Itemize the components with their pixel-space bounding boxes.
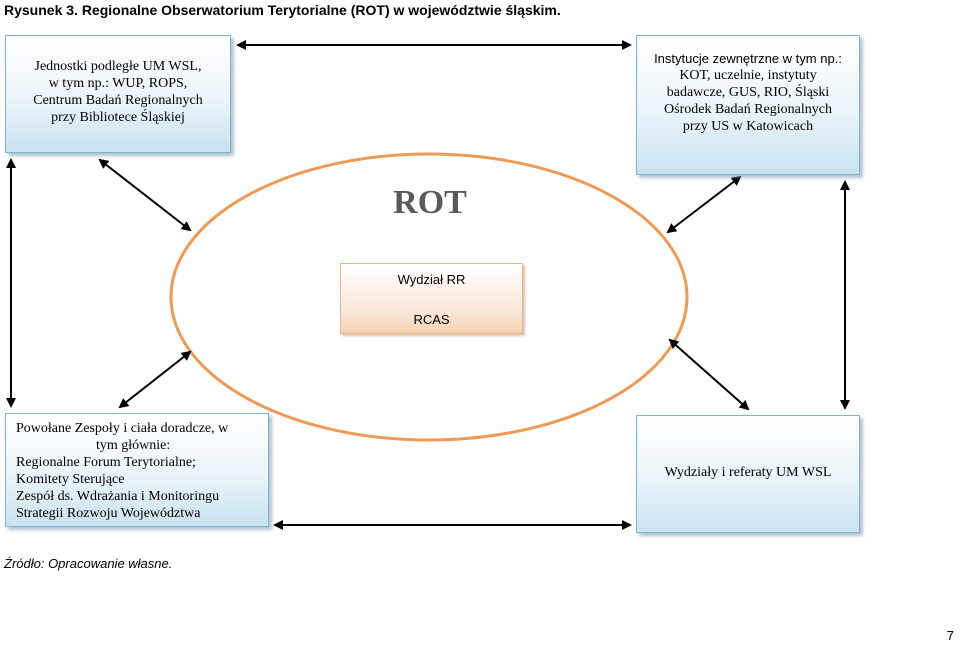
center-box-line2: RCAS: [413, 312, 450, 327]
box-external-institutions-line: badawcze, GUS, RIO, Śląski: [666, 85, 830, 100]
box-departments-label: Wydziały i referaty UM WSL: [664, 465, 832, 480]
box-external-institutions-line: przy US w Katowicach: [682, 119, 814, 134]
page-number: 7: [946, 628, 954, 643]
box-internal-units-line: w tym np.: WUP, ROPS,: [48, 76, 188, 91]
box-advisory-bodies-line: Regionalne Forum Terytorialne;: [16, 455, 196, 470]
box-advisory-bodies: Powołane Zespoły i ciała doradcze, w tym…: [5, 413, 269, 527]
box-departments: Wydziały i referaty UM WSL: [636, 415, 860, 533]
source-note: Źródło: Opracowanie własne.: [4, 556, 173, 571]
box-advisory-bodies-line: Powołane Zespoły i ciała doradcze, w: [16, 421, 229, 436]
box-advisory-bodies-line: Komitety Sterujące: [16, 472, 125, 487]
box-advisory-bodies-line: Zespół ds. Wdrażania i Monitoringu: [16, 489, 220, 504]
arrow-ellipse-top-left: [98, 158, 192, 232]
box-internal-units-line: Centrum Badań Regionalnych: [33, 93, 203, 108]
center-box: Wydział RR RCAS: [340, 263, 523, 334]
arrow-ellipse-top-right: [666, 175, 742, 234]
box-external-institutions: Instytucje zewnętrzne w tym np.: KOT, uc…: [636, 35, 860, 175]
rot-title: ROT: [393, 184, 467, 221]
box-internal-units-line: Jednostki podległe UM WSL,: [34, 59, 202, 74]
center-box-line1: Wydział RR: [397, 272, 466, 287]
box-internal-units: Jednostki podległe UM WSL, w tym np.: WU…: [5, 35, 231, 153]
figure-caption: Rysunek 3. Regionalne Obserwatorium Tery…: [4, 2, 561, 18]
box-external-institutions-line: Ośrodek Badań Regionalnych: [664, 102, 832, 117]
arrow-ellipse-bottom-left: [118, 350, 192, 409]
box-advisory-bodies-line: tym głównie:: [96, 438, 171, 453]
box-advisory-bodies-line: Strategii Rozwoju Województwa: [16, 506, 201, 521]
arrow-ellipse-bottom-right: [668, 338, 750, 411]
box-external-institutions-heading: Instytucje zewnętrzne w tym np.:: [654, 51, 842, 66]
box-internal-units-line: przy Bibliotece Śląskiej: [51, 110, 185, 125]
box-external-institutions-line: KOT, uczelnie, instytuty: [679, 68, 817, 83]
rot-ellipse: [169, 152, 689, 442]
